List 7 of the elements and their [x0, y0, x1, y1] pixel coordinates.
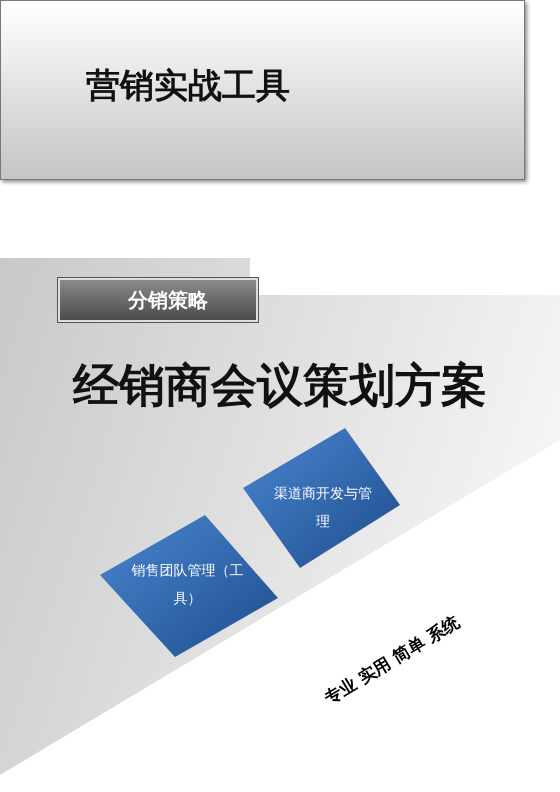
header-banner: [0, 0, 525, 180]
banner-heading: 营销实战工具: [86, 65, 290, 108]
diamond-label: 渠道商开发与管理: [273, 485, 373, 532]
diamond-label: 销售团队管理（工具）: [130, 562, 244, 609]
tagline: 专业 实用 简单 系统: [320, 612, 464, 710]
category-tag: 分销策略: [58, 278, 258, 322]
main-title: 经销商会议策划方案: [72, 357, 488, 414]
